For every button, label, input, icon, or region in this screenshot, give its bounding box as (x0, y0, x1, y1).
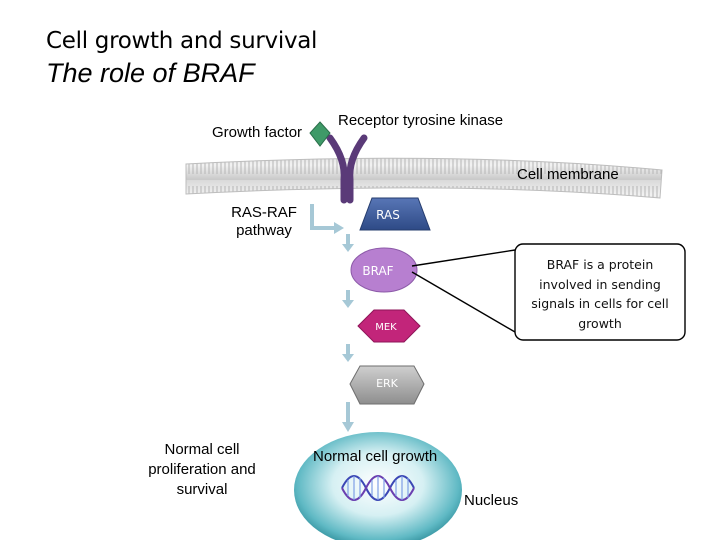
page-title: The role of BRAF (46, 58, 255, 88)
pathway-arrowhead (334, 222, 344, 234)
normal-cell-growth-label: Normal cell growth (313, 448, 438, 465)
pathway-arrow (310, 204, 334, 230)
pathway-label-line-2: pathway (236, 222, 292, 239)
pathway-label-line-1: RAS-RAF (231, 204, 297, 221)
callout-text: BRAF is a protein involved in sending si… (515, 255, 685, 333)
ras-node: RAS (359, 197, 431, 231)
cell-membrane-label: Cell membrane (517, 166, 619, 183)
growth-factor-label: Growth factor (212, 124, 303, 141)
receptor-tyrosine-kinase (326, 134, 368, 204)
signal-arrows (342, 234, 354, 432)
title-line-1: Cell growth and survival (46, 28, 318, 54)
normal-label-line-1: Normal cell (164, 441, 240, 458)
growth-factor-icon (309, 121, 331, 147)
normal-label-line-2: proliferation and (148, 461, 256, 478)
pathway-label: RAS-RAF pathway (226, 204, 302, 240)
callout-line-2: involved in sending (539, 276, 661, 292)
dna-icon (341, 475, 415, 501)
callout-pointer (411, 249, 516, 333)
erk-node: ERK (349, 365, 425, 405)
braf-node: BRAF (350, 247, 418, 293)
braf-label: BRAF (362, 264, 393, 278)
erk-label: ERK (376, 377, 399, 390)
nucleus-label: Nucleus (464, 492, 519, 509)
normal-label-line-3: survival (176, 481, 228, 498)
ras-label: RAS (376, 208, 400, 222)
receptor-label: Receptor tyrosine kinase (338, 112, 504, 129)
callout-line-3: signals in cells for cell (531, 296, 669, 311)
mek-label: MEK (375, 322, 397, 333)
normal-proliferation-label: Normal cell proliferation and survival (132, 440, 272, 500)
callout-line-4: growth (578, 315, 622, 331)
callout-box (514, 243, 686, 341)
callout-line-1: BRAF is a protein (546, 257, 654, 272)
mek-node: MEK (357, 309, 421, 343)
